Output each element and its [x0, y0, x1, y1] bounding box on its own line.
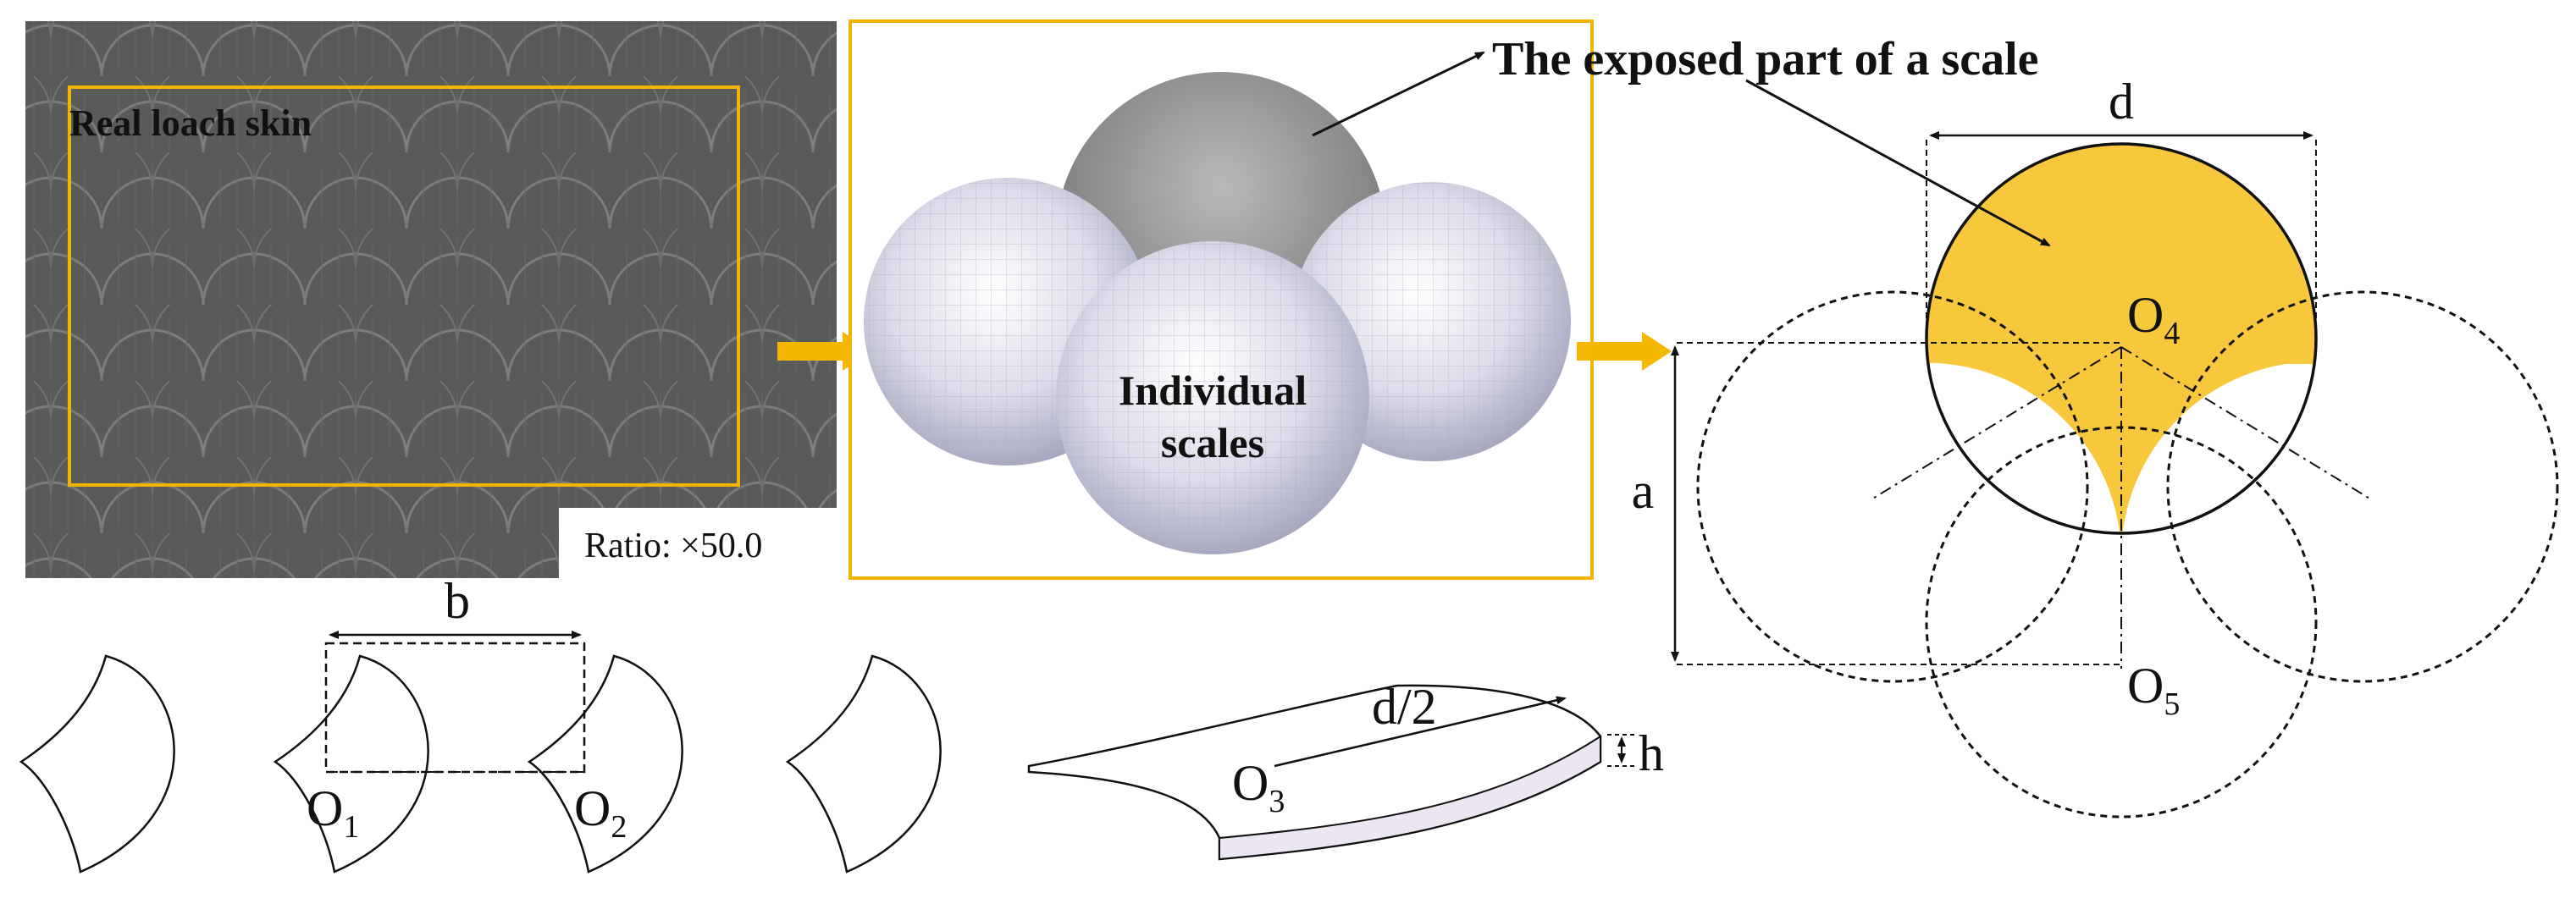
dim-a-label: a	[1632, 463, 1655, 519]
o3-label: O3	[1232, 755, 1285, 819]
loach-skin-photo: Real loach skin Ratio: ×50.0	[25, 21, 837, 578]
scale-outline-3	[527, 654, 683, 874]
photo-label: Real loach skin	[69, 102, 312, 144]
spacing-b-annotation: b O1 O2	[307, 573, 627, 845]
left-circle	[1696, 290, 2089, 683]
dim-half-d-label: d/2	[1372, 679, 1437, 735]
individual-scales-line1: Individual	[1119, 367, 1307, 414]
individual-scales-line2: scales	[1161, 419, 1264, 466]
dim-h-label: h	[1639, 725, 1664, 781]
scale-outlines-row	[19, 654, 942, 874]
scale-outline-1	[19, 654, 175, 874]
dim-d-label: d	[2109, 74, 2134, 130]
scale-outline-4	[785, 654, 942, 874]
ratio-label: Ratio: ×50.0	[584, 526, 762, 565]
o4-label: O4	[2127, 287, 2180, 351]
dim-b-label: b	[445, 573, 470, 629]
radius-half-d	[1274, 696, 1567, 768]
circle-geometry: d a O4 O5	[1632, 74, 2559, 819]
flow-arrow-2	[1577, 332, 1672, 371]
exposed-pointer	[1745, 79, 2051, 247]
right-circle	[2166, 290, 2559, 683]
callout-pointer	[1312, 51, 1485, 137]
o1-label: O1	[307, 780, 359, 845]
scale-outline-2	[273, 654, 429, 874]
highlight-frame	[68, 85, 740, 487]
front-scale-ball	[1056, 241, 1369, 554]
o2-label: O2	[574, 780, 627, 845]
scale-3d-slice: d/2 h O3	[1027, 679, 1664, 861]
ratio-box	[559, 508, 837, 578]
o5-label: O5	[2127, 658, 2180, 722]
scale-model-panel: Individual scales	[849, 19, 1594, 580]
exposed-part-callout: The exposed part of a scale	[1492, 33, 2039, 85]
